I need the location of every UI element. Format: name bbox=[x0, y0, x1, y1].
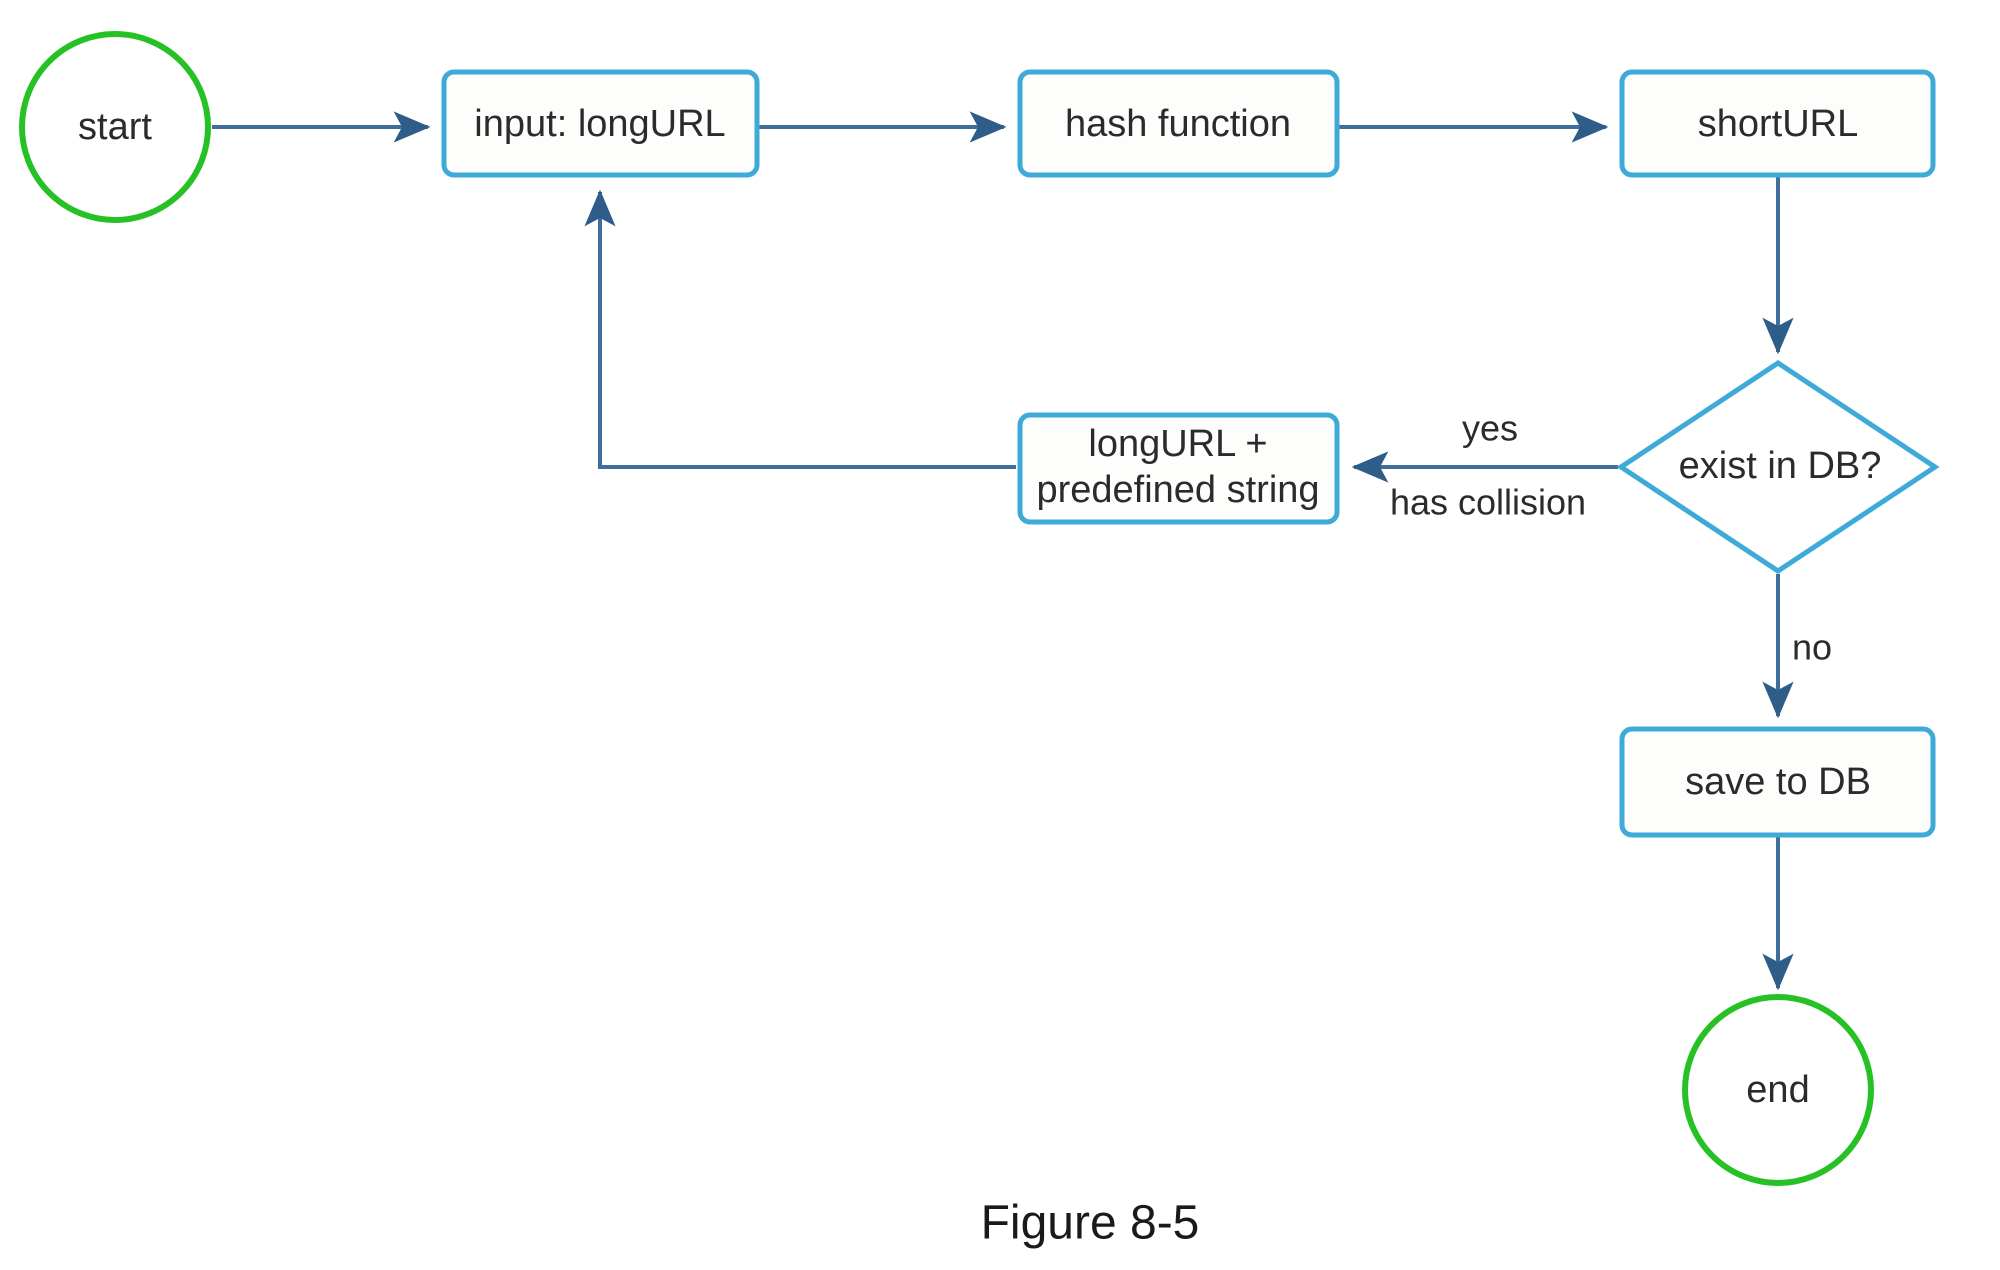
hash-function-label: hash function bbox=[1065, 103, 1291, 145]
node-shorturl[interactable]: shortURL bbox=[1619, 69, 1936, 178]
save-to-db-label: save to DB bbox=[1685, 761, 1871, 803]
node-end[interactable]: end bbox=[1682, 994, 1874, 1186]
end-circle bbox=[1682, 994, 1874, 1186]
node-input-longurl[interactable]: input: longURL bbox=[441, 69, 760, 178]
end-label: end bbox=[1746, 1069, 1809, 1111]
collision-append-label-line2: predefined string bbox=[1036, 469, 1319, 511]
input-longurl-box bbox=[441, 69, 760, 178]
collision-append-box bbox=[1017, 412, 1340, 525]
hash-function-box bbox=[1017, 69, 1340, 178]
node-hash-function[interactable]: hash function bbox=[1017, 69, 1340, 178]
collision-append-label-line1: longURL + bbox=[1088, 423, 1267, 465]
edge-labels-layer: yes has collision no bbox=[1390, 408, 1832, 668]
figure-caption: Figure 8-5 bbox=[981, 1197, 1200, 1250]
edge-label-no: no bbox=[1792, 627, 1832, 668]
exist-in-db-label: exist in DB? bbox=[1679, 445, 1882, 487]
edge-label-has-collision: has collision bbox=[1390, 482, 1586, 523]
edge-label-yes: yes bbox=[1462, 408, 1518, 449]
start-circle bbox=[19, 31, 211, 223]
input-longurl-label: input: longURL bbox=[474, 103, 725, 145]
node-decision-exist-in-db[interactable]: exist in DB? bbox=[1616, 360, 1940, 574]
exist-in-db-diamond bbox=[1616, 360, 1940, 574]
node-collision-append[interactable]: longURL + predefined string bbox=[1017, 412, 1340, 525]
edges-layer bbox=[212, 111, 1794, 991]
save-to-db-box bbox=[1619, 726, 1936, 838]
edge-collision-to-input-loop bbox=[584, 189, 1016, 469]
shorturl-box bbox=[1619, 69, 1936, 178]
node-save-to-db[interactable]: save to DB bbox=[1619, 726, 1936, 838]
shorturl-label: shortURL bbox=[1698, 103, 1859, 145]
node-start[interactable]: start bbox=[19, 31, 211, 223]
start-label: start bbox=[78, 106, 152, 148]
